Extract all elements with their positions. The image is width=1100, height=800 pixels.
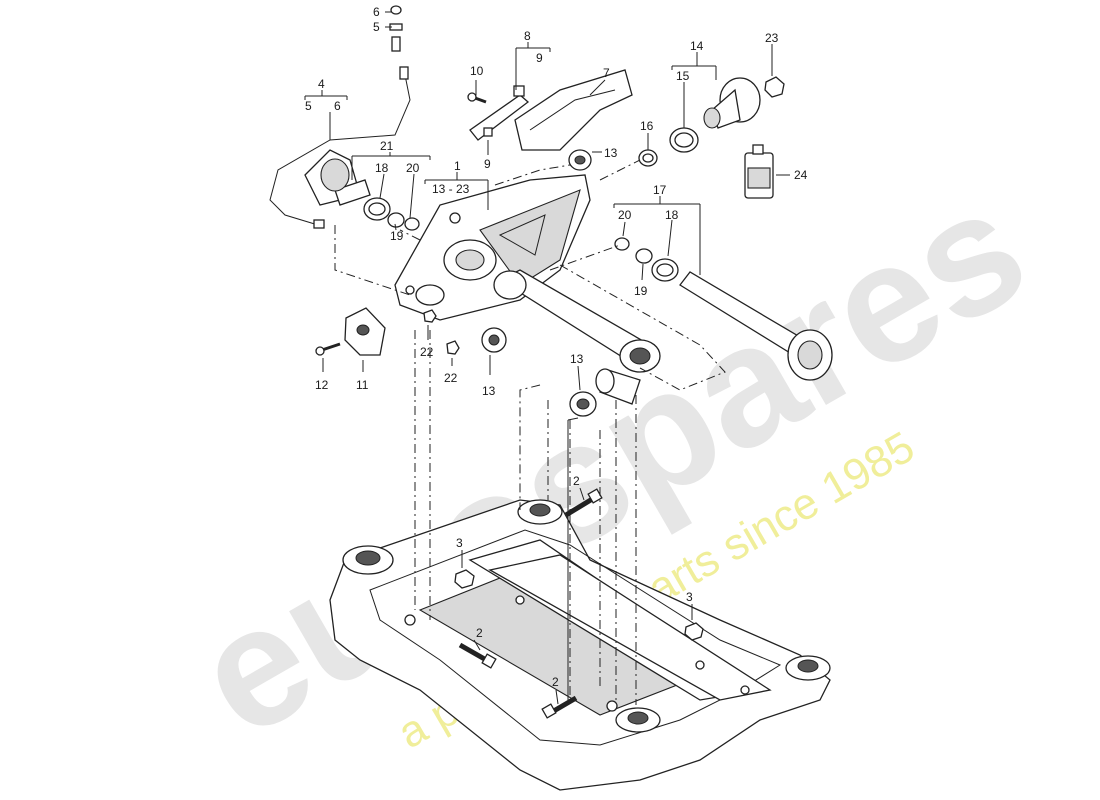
bracket-8 (469, 85, 530, 141)
callout-3-right: 3 (686, 590, 693, 604)
callout-9: 9 (484, 157, 491, 171)
callout-21: 21 (380, 139, 394, 153)
seal-15 (669, 127, 699, 153)
callout-13-right: 13 (570, 352, 584, 366)
callout-17: 17 (653, 183, 667, 197)
callout-2-left: 2 (476, 626, 483, 640)
callout-leaders (304, 11, 790, 705)
callout-2-upper: 2 (573, 474, 580, 488)
bushing-13-middle (481, 327, 507, 353)
ring-16 (638, 149, 658, 167)
bolt-12 (315, 342, 341, 356)
callout-13-top: 13 (604, 146, 618, 160)
callout-14: 14 (690, 39, 704, 53)
callout-1-range: 13 - 23 (432, 182, 470, 196)
driveshaft-tube (493, 269, 661, 373)
mount-11 (344, 307, 386, 356)
callout-13-middle: 13 (482, 384, 496, 398)
ring-19-right (635, 248, 653, 264)
callout-1: 1 (454, 159, 461, 173)
callout-19-right: 19 (634, 284, 648, 298)
bolt-2-upper (564, 488, 603, 518)
input-shaft-left (304, 149, 371, 206)
callout-5: 5 (373, 20, 380, 34)
callout-22-lower: 22 (444, 371, 458, 385)
oil-bottle-24 (744, 144, 774, 199)
bushing-13-lower-sleeve (595, 368, 641, 405)
callout-2-lower: 2 (552, 675, 559, 689)
nut-23 (764, 76, 785, 98)
callout-4-sub-5: 5 (305, 99, 312, 113)
plug-22-upper (423, 309, 437, 323)
seal-18-left (363, 197, 391, 221)
callout-7: 7 (603, 66, 610, 80)
callout-20-right: 20 (618, 208, 632, 222)
callout-23: 23 (765, 31, 779, 45)
ring-20-left (404, 217, 420, 231)
callout-24: 24 (794, 168, 808, 182)
callout-10: 10 (470, 64, 484, 78)
callout-11: 11 (356, 378, 369, 392)
callout-19-left: 19 (390, 229, 404, 243)
ring-19-left (387, 212, 405, 228)
callout-12: 12 (315, 378, 329, 392)
callout-3-left: 3 (456, 536, 463, 550)
bushing-13-right (569, 391, 597, 417)
rear-axle-subframe (329, 499, 831, 791)
heat-shield-7 (514, 69, 633, 151)
callout-22-upper: 22 (420, 345, 434, 359)
cap-6 (390, 5, 402, 15)
callout-8-sub-9: 9 (536, 51, 543, 65)
plug-22-lower (446, 340, 460, 355)
callout-4-sub-6: 6 (334, 99, 341, 113)
bolt-10 (467, 92, 487, 104)
ring-20-right (614, 237, 630, 251)
callout-4: 4 (318, 77, 325, 91)
callout-16: 16 (640, 119, 654, 133)
axle-shaft-17 (679, 271, 833, 381)
callout-8: 8 (524, 29, 531, 43)
callout-15: 15 (676, 69, 690, 83)
cable-4 (269, 66, 411, 229)
callout-20-left: 20 (406, 161, 420, 175)
assembly-reference-lines (334, 159, 726, 705)
callout-labels: 6 5 4 5 6 21 18 20 19 1 13 - 23 10 8 9 9… (305, 5, 808, 689)
sleeve-5-lower (391, 36, 401, 52)
bolt-2-left (458, 642, 497, 669)
nut-3-left (454, 569, 475, 589)
seal-18-right (651, 258, 679, 282)
bushing-13-top (568, 149, 592, 171)
callout-18-right: 18 (665, 208, 679, 222)
bolt-2-lower (541, 695, 578, 719)
callout-18-left: 18 (375, 161, 389, 175)
output-flange-14 (703, 77, 761, 129)
nut-3-right (684, 622, 704, 641)
callout-6: 6 (373, 5, 380, 19)
